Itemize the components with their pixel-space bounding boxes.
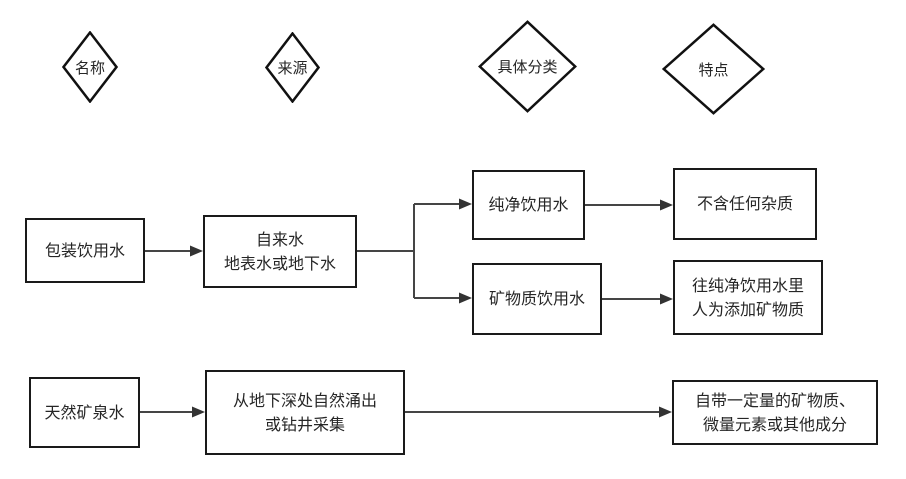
node-feature-natural-minerals-label: 自带一定量的矿物质、 微量元素或其他成分 [694, 391, 855, 434]
diamond-shape [265, 32, 320, 103]
header-label-name: 名称 [74, 58, 105, 77]
header-diamond-name: 名称 [62, 31, 118, 103]
connector-tapwater-to-branch [357, 204, 415, 298]
header-label-source: 来源 [277, 59, 308, 77]
diamond-shape [662, 23, 765, 115]
node-feature-natural-minerals: 自带一定量的矿物质、 微量元素或其他成分 [672, 380, 878, 445]
connector-mineralized-to-feature [602, 293, 673, 305]
node-tap-water-source-label: 自来水 地表水或地下水 [223, 230, 336, 273]
node-natural-mineral-water: 天然矿泉水 [29, 377, 140, 448]
header-diamond-source: 来源 [265, 32, 320, 103]
diamond-shape [62, 31, 118, 103]
node-underground-source: 从地下深处自然涌出 或钻井采集 [205, 370, 405, 455]
node-feature-added-minerals: 往纯净饮用水里 人为添加矿物质 [673, 260, 823, 335]
diamond-shape [478, 20, 577, 113]
node-feature-no-impurities: 不含任何杂质 [673, 168, 817, 240]
connector-packaged-to-tapwater [145, 245, 203, 257]
node-pure-drinking-water: 纯净饮用水 [472, 170, 585, 240]
node-underground-source-label: 从地下深处自然涌出 或钻井采集 [232, 391, 377, 434]
header-label-features: 特点 [698, 60, 729, 79]
node-natural-mineral-water-label: 天然矿泉水 [44, 402, 125, 422]
node-feature-no-impurities-label: 不含任何杂质 [696, 194, 793, 214]
node-mineralized-drinking-water-label: 矿物质饮用水 [488, 289, 585, 309]
connector-branch-to-mineralized [414, 292, 472, 304]
node-mineralized-drinking-water: 矿物质饮用水 [472, 263, 602, 335]
node-pure-drinking-water-label: 纯净饮用水 [488, 195, 569, 215]
connector-branch-to-pure [414, 198, 472, 210]
header-label-classification: 具体分类 [497, 58, 558, 76]
node-tap-water-source: 自来水 地表水或地下水 [203, 215, 357, 288]
node-packaged-water: 包装饮用水 [25, 218, 145, 283]
header-diamond-features: 特点 [662, 23, 765, 115]
connector-pure-to-feature [585, 199, 673, 211]
node-feature-added-minerals-label: 往纯净饮用水里 人为添加矿物质 [691, 276, 804, 319]
node-packaged-water-label: 包装饮用水 [44, 240, 125, 260]
header-diamond-classification: 具体分类 [478, 20, 577, 113]
connector-natural-to-source [140, 406, 205, 418]
connector-source-to-feature-natural [405, 406, 672, 418]
